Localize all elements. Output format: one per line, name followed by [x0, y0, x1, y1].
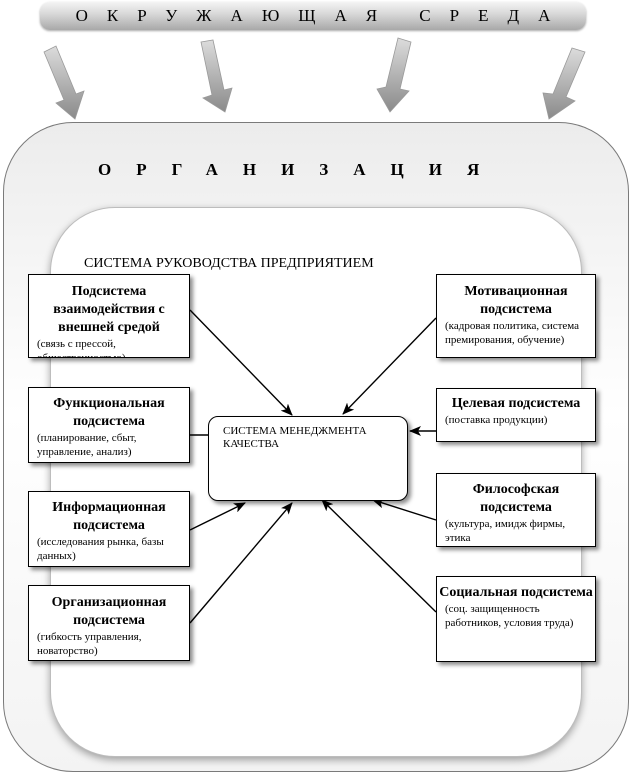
functional-subsystem-title: Функциональная подсистема — [53, 396, 165, 429]
social-subsystem-detail: (соц. защищенность работников, условия т… — [445, 603, 574, 629]
external-environment-subsystem-detail: (связь с прессой, общественностью) — [37, 338, 126, 358]
connector-motivation-to-center — [342, 317, 437, 415]
organizational-subsystem-box: Организационная подсистема (гибкость упр… — [28, 585, 190, 661]
environment-arrow-4 — [542, 47, 586, 120]
information-subsystem-box: Информационная подсистема (исследования … — [28, 491, 190, 567]
information-subsystem-detail: (исследования рынка, базы данных) — [37, 536, 164, 562]
motivation-subsystem-detail: (кадровая политика, система премирования… — [445, 320, 580, 346]
organizational-subsystem-title: Организационная подсистема — [51, 595, 167, 628]
connector-philosophy-to-center — [372, 498, 437, 521]
functional-subsystem-box: Функциональная подсистема (планирование,… — [28, 387, 190, 463]
functional-subsystem-detail: (планирование, сбыт, управление, анализ) — [37, 432, 137, 458]
information-subsystem-title: Информационная подсистема — [52, 500, 166, 533]
connector-information-to-center — [189, 502, 246, 531]
philosophy-subsystem-box: Философская подсистема (культура, имидж … — [436, 473, 596, 547]
social-subsystem-title: Социальная подсистема — [439, 585, 593, 600]
organization-label: ОРГАНИЗАЦИЯ — [98, 160, 505, 179]
social-subsystem-box: Социальная подсистема (соц. защищенность… — [436, 576, 596, 662]
environment-label: ОКРУЖАЮЩАЯ СРЕДА — [75, 6, 570, 25]
goal-subsystem-title: Целевая подсистема — [451, 396, 581, 411]
quality-management-system-label: СИСТЕМА МЕНЕДЖМЕНТА КАЧЕСТВА — [223, 425, 367, 450]
philosophy-subsystem-title: Философская подсистема — [472, 482, 560, 515]
motivation-subsystem-box: Мотивационная подсистема (кадровая полит… — [436, 274, 596, 358]
connector-social-to-center — [321, 499, 437, 613]
quality-management-system-box: СИСТЕМА МЕНЕДЖМЕНТА КАЧЕСТВА — [208, 416, 408, 501]
management-system-title: СИСТЕМА РУКОВОДСТВА ПРЕДПРИЯТИЕМ — [84, 256, 374, 271]
goal-subsystem-box: Целевая подсистема (поставка продукции) — [436, 388, 596, 442]
philosophy-subsystem-detail: (культура, имидж фирмы, этика — [445, 518, 566, 544]
environment-arrow-3 — [376, 37, 412, 113]
goal-subsystem-detail: (поставка продукции) — [445, 414, 548, 426]
connector-external-to-center — [189, 309, 293, 416]
environment-arrow-2 — [200, 39, 233, 113]
connector-organizational-to-center — [189, 502, 293, 624]
external-environment-subsystem-box: Подсистема взаимодействия с внешней сред… — [28, 274, 190, 358]
organizational-subsystem-detail: (гибкость управления, новаторство) — [37, 631, 142, 657]
environment-banner — [40, 2, 586, 30]
motivation-subsystem-title: Мотивационная подсистема — [464, 284, 568, 317]
external-environment-subsystem-title: Подсистема взаимодействия с внешней сред… — [53, 284, 165, 335]
environment-arrow-1 — [43, 45, 85, 120]
